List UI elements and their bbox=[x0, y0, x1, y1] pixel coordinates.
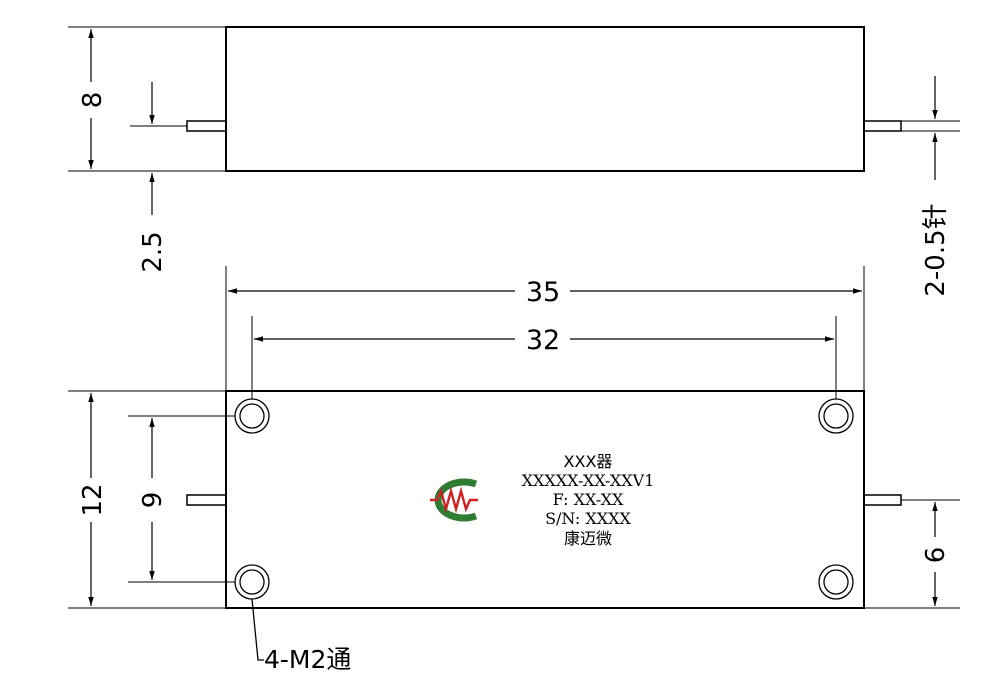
mounting-hole-bl bbox=[234, 564, 270, 600]
label-line-serial: S/N: XXXX bbox=[545, 509, 631, 528]
company-logo-icon bbox=[430, 478, 478, 522]
label-line-frequency: F: XX-XX bbox=[553, 490, 624, 509]
label-line-brand: 康迈微 bbox=[564, 529, 612, 548]
dim-6-label: 6 bbox=[921, 547, 951, 564]
dim-35-label: 35 bbox=[526, 277, 560, 308]
product-label: XXX器 XXXXX-XX-XXV1 F: XX-XX S/N: XXXX 康迈… bbox=[522, 452, 655, 548]
bottom-left-pin bbox=[186, 494, 227, 506]
bottom-view bbox=[68, 266, 960, 661]
dim-12-label: 12 bbox=[78, 483, 108, 516]
top-right-pin bbox=[863, 120, 902, 132]
dim-8-label: 8 bbox=[78, 92, 108, 109]
top-view bbox=[68, 26, 960, 215]
mounting-hole-tr bbox=[818, 398, 854, 434]
dim-32-label: 32 bbox=[526, 325, 560, 356]
top-left-pin bbox=[186, 120, 227, 132]
dim-9-label: 9 bbox=[138, 492, 168, 509]
hole-callout-leader bbox=[251, 598, 264, 661]
mounting-hole-tl bbox=[234, 398, 270, 434]
top-view-body bbox=[225, 26, 865, 172]
bottom-view-body bbox=[225, 390, 865, 609]
dim-pin-spec-label: 2-0.5针 bbox=[921, 203, 951, 296]
label-line-model: XXXXX-XX-XXV1 bbox=[522, 471, 655, 490]
dim-2-5-label: 2.5 bbox=[138, 231, 168, 272]
label-line-product-type: XXX器 bbox=[564, 452, 613, 471]
hole-callout-label: 4-M2通 bbox=[264, 645, 351, 674]
mounting-hole-br bbox=[818, 564, 854, 600]
bottom-right-pin bbox=[863, 494, 902, 506]
